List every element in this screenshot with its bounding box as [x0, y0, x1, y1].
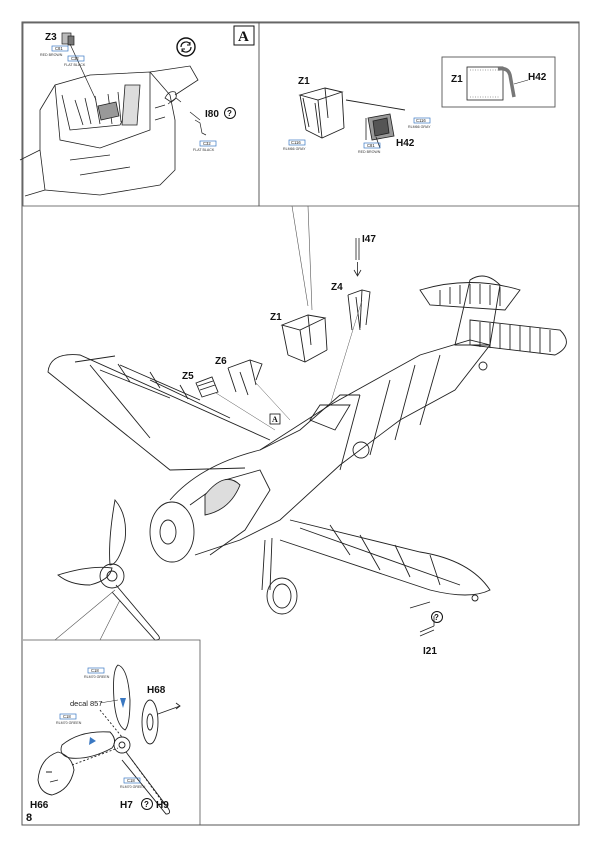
part-z1-main-drawing — [280, 314, 328, 363]
part-z6-drawing — [227, 359, 263, 396]
svg-text:?: ? — [434, 613, 439, 622]
part-i80-label: I80 — [205, 109, 219, 120]
part-h68-label: H68 — [147, 685, 166, 696]
color-callout: C116 RLM66 GRAY — [408, 117, 431, 129]
part-z4-label: Z4 — [331, 282, 343, 293]
part-z3-drawing — [61, 32, 97, 101]
part-h66-label: H66 — [30, 800, 49, 811]
svg-text:FLAT BLACK: FLAT BLACK — [193, 148, 215, 152]
question-mark-icon: ? — [431, 611, 443, 623]
color-callout: C18 RLM70 GREEN — [84, 667, 110, 679]
part-z4-drawing — [347, 289, 371, 331]
rotate-icon — [176, 37, 196, 57]
part-h7-label: H7 — [120, 800, 133, 811]
propeller-inset-panel: H68 H66 decal 857 C18 RLM70 GREEN C18 RL… — [23, 589, 201, 825]
armor-inset-panel: Z1 C116 RLM66 GRAY H42 C81 RED BROWN C1 — [258, 22, 580, 207]
color-callout: C32 FLAT BLACK — [64, 55, 86, 67]
svg-text:RLM70 GREEN: RLM70 GREEN — [56, 721, 82, 725]
svg-text:RED BROWN: RED BROWN — [358, 150, 381, 154]
color-callout: C18 RLM70 GREEN — [120, 777, 146, 789]
color-callout: C18 RLM70 GREEN — [56, 713, 82, 725]
question-mark-icon: ? — [224, 107, 236, 119]
question-mark-icon: ? — [141, 798, 153, 810]
main-assembly-view: I47 Z4 Z1 Z6 Z5 — [47, 205, 567, 657]
part-z1-drawing — [298, 87, 406, 139]
panel-a-marker: A — [238, 29, 249, 45]
cockpit-drawing — [19, 65, 199, 197]
detail-h42-label: H42 — [528, 72, 547, 83]
hub-drawing — [99, 709, 131, 754]
part-i21-drawing — [409, 601, 435, 637]
svg-text:RLM70 GREEN: RLM70 GREEN — [120, 785, 146, 789]
part-z6-label: Z6 — [215, 356, 227, 367]
svg-text:?: ? — [227, 109, 232, 118]
svg-text:C81: C81 — [55, 46, 63, 51]
cockpit-inset-panel: A Z3 C81 — [19, 22, 260, 207]
part-z3-label: Z3 — [45, 32, 57, 43]
svg-text:FLAT BLACK: FLAT BLACK — [64, 63, 86, 67]
svg-text:RED BROWN: RED BROWN — [40, 53, 63, 57]
decal-label: decal 857 — [70, 699, 103, 708]
part-h66-drawing — [37, 747, 119, 796]
svg-text:C116: C116 — [291, 140, 301, 145]
color-callout: C116 RLM66 GRAY — [283, 139, 306, 151]
svg-text:C18: C18 — [91, 668, 99, 673]
blade-upper-drawing — [113, 664, 131, 731]
svg-text:RLM66 GRAY: RLM66 GRAY — [408, 125, 431, 129]
part-h9-label: H9 — [156, 800, 169, 811]
svg-text:?: ? — [144, 800, 149, 809]
part-z5-label: Z5 — [182, 371, 194, 382]
svg-text:C32: C32 — [203, 141, 211, 146]
svg-text:C18: C18 — [63, 714, 71, 719]
color-callout: C81 RED BROWN — [40, 45, 69, 57]
part-h42-label: H42 — [396, 138, 415, 149]
part-i21-label: I21 — [423, 646, 437, 657]
svg-text:RLM66 GRAY: RLM66 GRAY — [283, 147, 306, 151]
part-i47-drawing — [353, 238, 362, 277]
color-callout: C32 FLAT BLACK — [193, 140, 217, 152]
svg-text:C18: C18 — [127, 778, 135, 783]
svg-text:C32: C32 — [71, 56, 79, 61]
part-z1-main-label: Z1 — [270, 312, 282, 323]
part-h42-drawing — [365, 113, 395, 149]
svg-text:RLM70 GREEN: RLM70 GREEN — [84, 675, 110, 679]
detail-z1-label: Z1 — [451, 74, 463, 85]
svg-text:C116: C116 — [416, 118, 426, 123]
blade-lower-drawing — [121, 751, 171, 815]
armor-detail-box: Z1 H42 — [441, 56, 556, 108]
svg-text:C81: C81 — [367, 143, 375, 148]
page-number: 8 — [26, 812, 32, 824]
part-z1-label: Z1 — [298, 76, 310, 87]
part-z5-drawing — [195, 376, 219, 398]
main-a-marker: A — [272, 415, 278, 424]
part-h68-drawing — [141, 699, 181, 745]
part-i80-drawing — [167, 97, 207, 136]
blade-left-drawing — [60, 731, 115, 759]
part-i47-label: I47 — [362, 234, 376, 245]
color-callout: C81 RED BROWN — [358, 142, 381, 154]
aircraft-drawing — [47, 275, 567, 615]
